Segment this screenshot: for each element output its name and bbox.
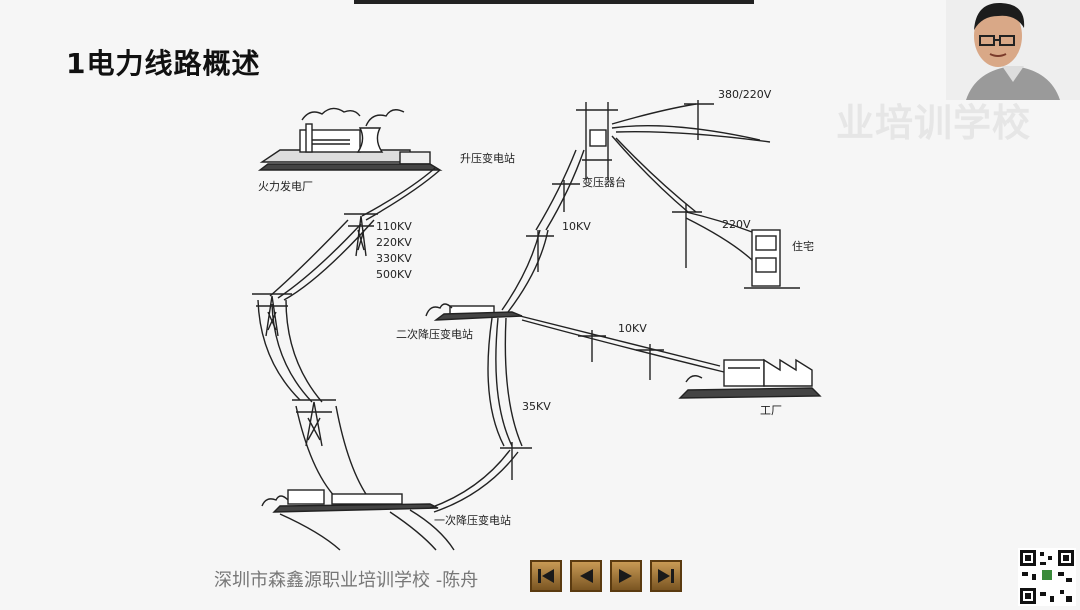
label-hv-220: 220KV [376, 236, 412, 249]
hv-tower-1 [344, 213, 378, 257]
top-toolbar-strip [354, 0, 754, 4]
residence-drawing [744, 229, 800, 289]
factory-drawing [678, 358, 822, 399]
watermark: 业培训学校 [836, 101, 1032, 145]
label-hv-110: 110KV [376, 220, 412, 233]
transformer-platform-drawing [576, 102, 618, 180]
first-slide-button[interactable] [530, 560, 562, 592]
label-residence: 住宅 [792, 239, 814, 253]
label-35kv: 35KV [522, 400, 551, 413]
pole-10kv-factory-1 [578, 330, 606, 362]
label-step-up-substation: 升压变电站 [460, 151, 515, 165]
label-10kv-factory: 10KV [618, 322, 647, 335]
presenter-video [946, 0, 1080, 100]
label-secondary-substation: 二次降压变电站 [396, 327, 473, 341]
slide-title: 1电力线路概述 [66, 47, 261, 80]
pole-10kv-1 [526, 230, 554, 272]
last-slide-button[interactable] [650, 560, 682, 592]
pole-380v [684, 100, 714, 140]
secondary-substation-drawing [425, 303, 523, 321]
first-icon [538, 569, 554, 583]
next-icon [619, 569, 632, 583]
label-factory: 工厂 [760, 404, 782, 417]
previous-slide-button[interactable] [570, 560, 602, 592]
footer-school-name: 深圳市森鑫源职业培训学校 -陈舟 [214, 570, 479, 591]
qr-code-icon [1018, 548, 1076, 606]
next-slide-button[interactable] [610, 560, 642, 592]
last-icon [658, 569, 674, 583]
prev-icon [580, 569, 593, 583]
label-power-plant: 火力发电厂 [258, 179, 313, 193]
pole-10kv-factory-2 [636, 344, 664, 380]
label-hv-330: 330KV [376, 252, 412, 265]
power-distribution-diagram: 火力发电厂 升压变电站 110KV 220KV 330KV 500KV 一次降压… [252, 88, 822, 551]
pole-10kv-2 [552, 180, 580, 212]
label-primary-substation: 一次降压变电站 [434, 513, 511, 527]
label-220v: 220V [722, 218, 751, 231]
primary-substation-drawing [261, 489, 439, 513]
power-plant-drawing [257, 107, 443, 171]
hv-tower-3 [292, 399, 336, 447]
pole-220v [672, 204, 702, 268]
label-hv-500: 500KV [376, 268, 412, 281]
pole-35kv [500, 442, 532, 480]
hv-tower-2 [252, 293, 292, 337]
label-380-220v: 380/220V [718, 88, 772, 101]
label-transformer-platform: 变压器台 [582, 175, 626, 189]
label-10kv-top: 10KV [562, 220, 591, 233]
